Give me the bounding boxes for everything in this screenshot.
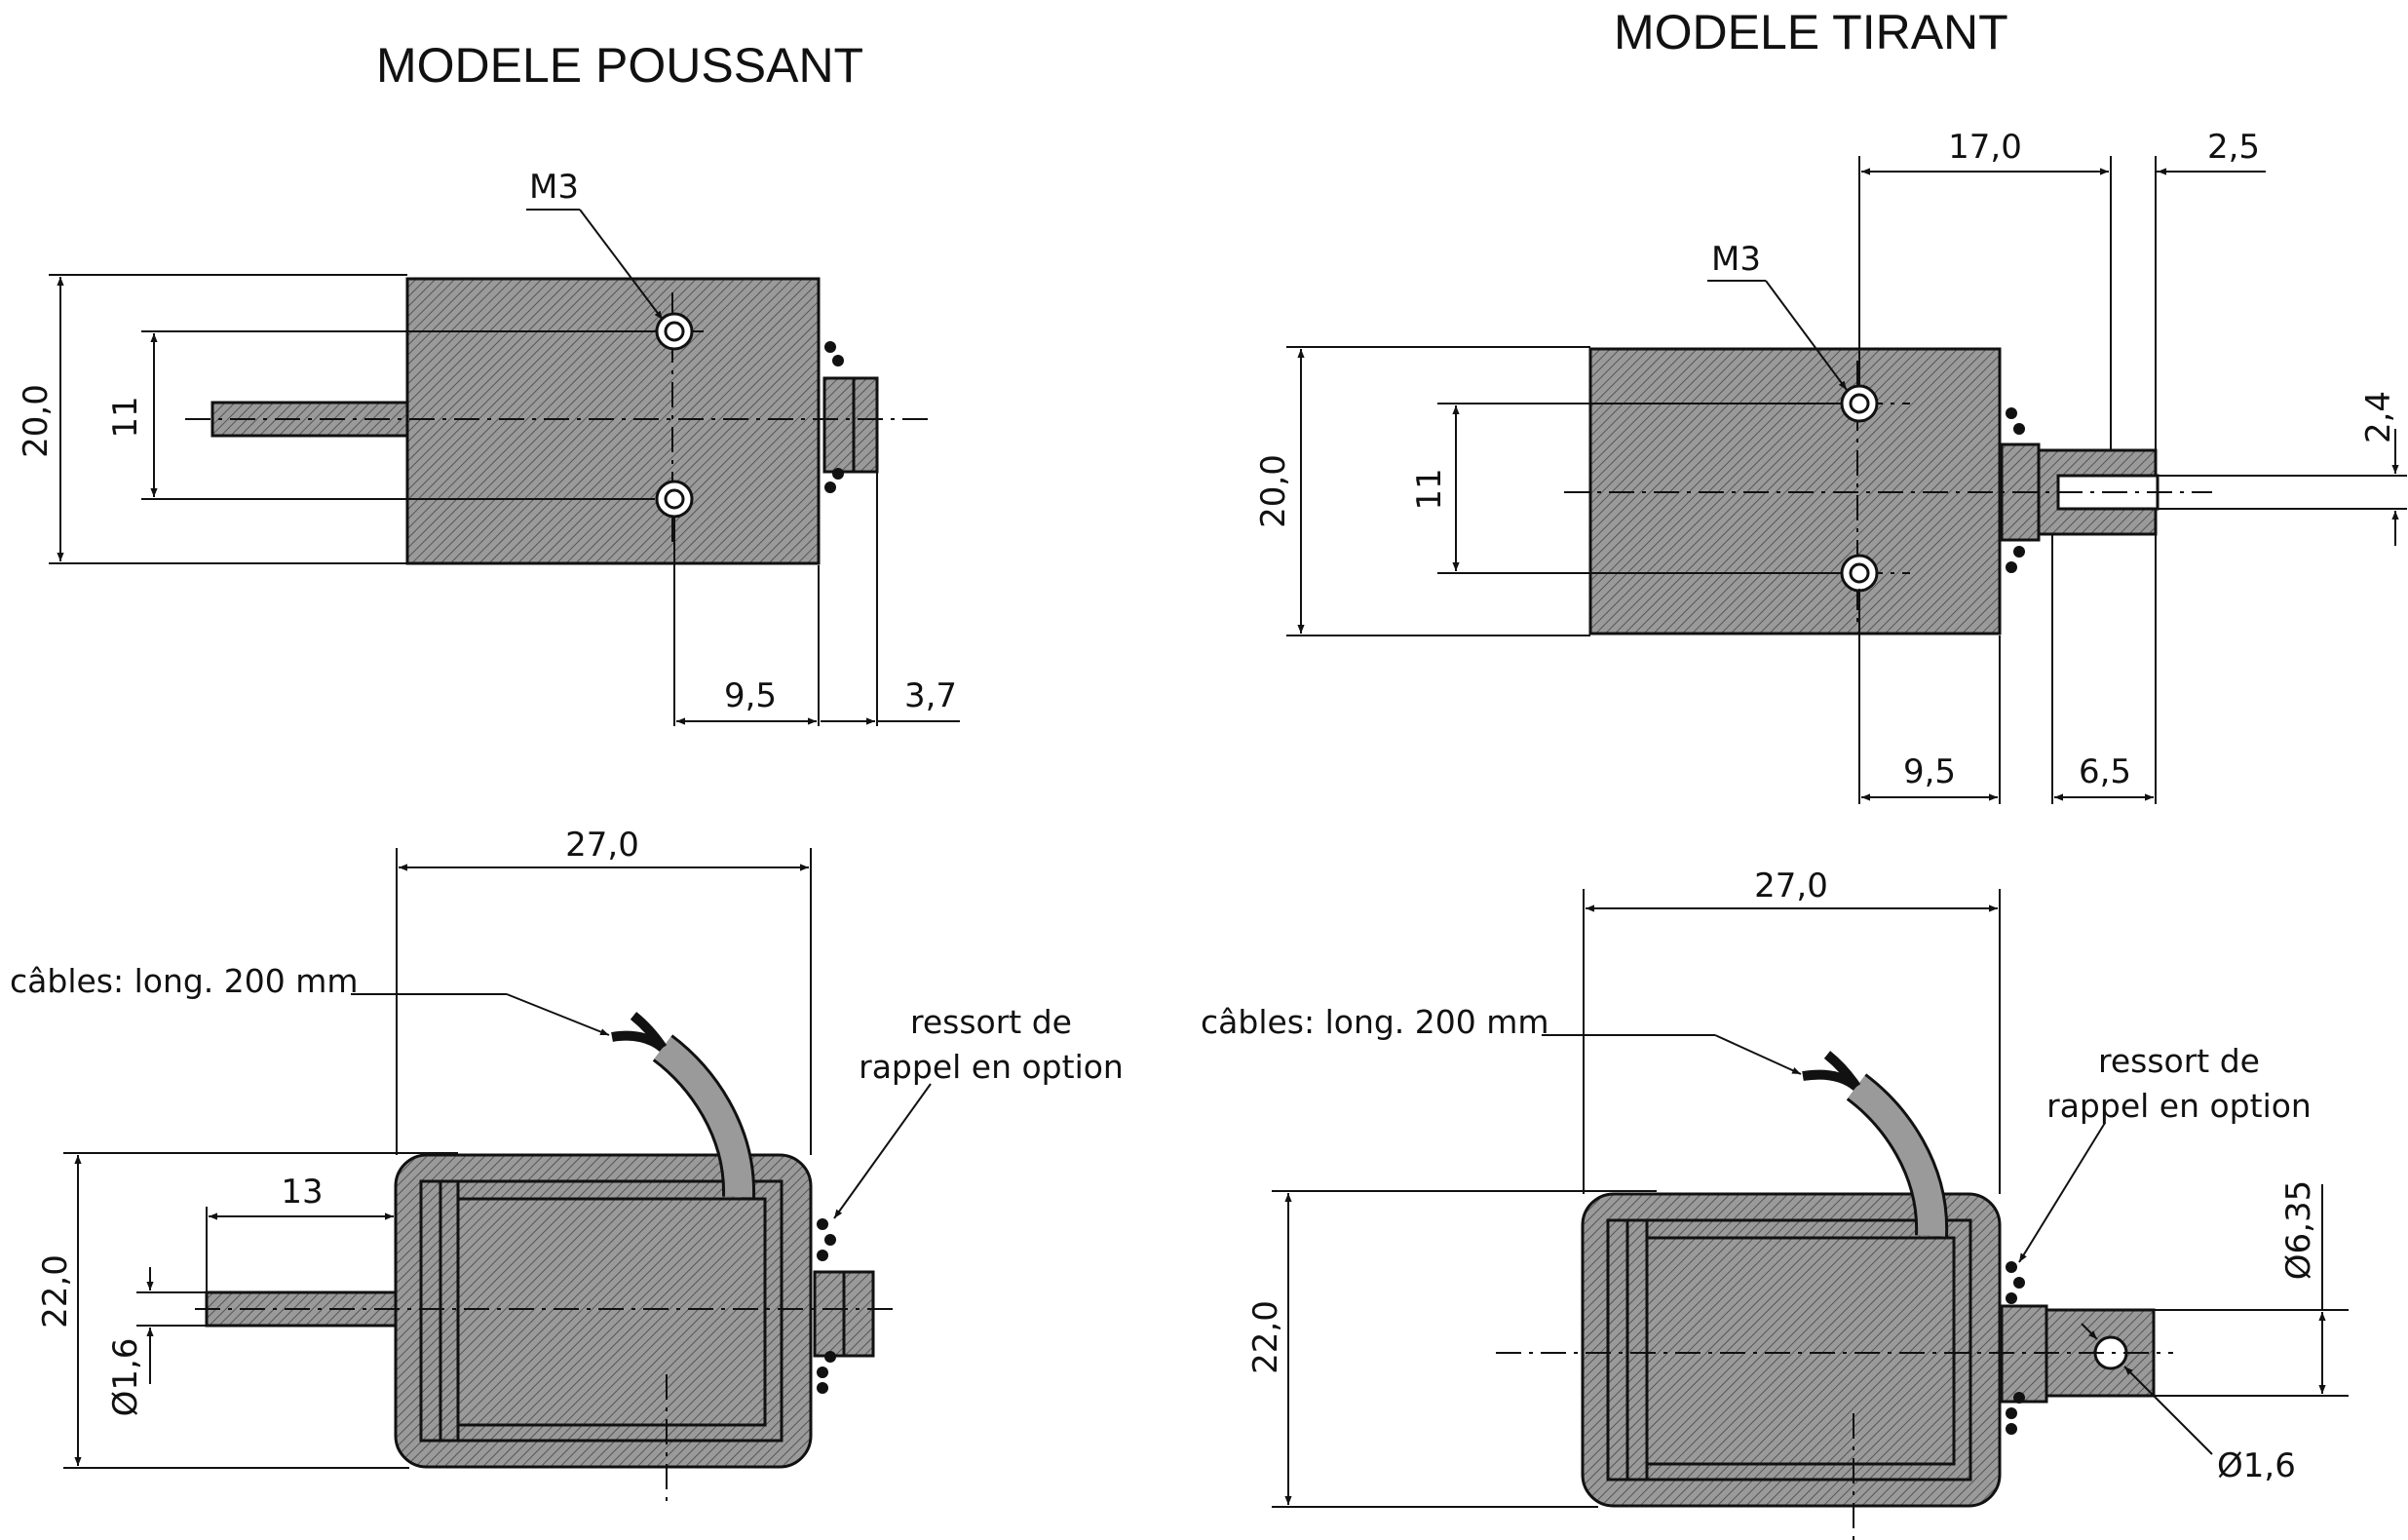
mount-hole-icon — [655, 480, 694, 519]
pull-spring-label-2: rappel en option — [2046, 1087, 2312, 1125]
push-top-dim-height: 20,0 — [17, 384, 56, 458]
cable-icon — [611, 1012, 756, 1198]
pull-top-spring — [2006, 407, 2025, 573]
pull-side-spring — [2006, 1261, 2025, 1435]
push-model-title: MODELE POUSSANT — [376, 38, 863, 93]
push-spring-label-2: rappel en option — [859, 1048, 1124, 1086]
pull-top-dim-plunger-out: 6,5 — [2079, 752, 2131, 791]
pull-side-dim-plunger-diameter: Ø6,35 — [2279, 1180, 2318, 1280]
push-top-dim-hole-spacing: 11 — [106, 396, 145, 438]
push-top-dim-hole-to-end: 9,5 — [724, 676, 777, 715]
push-side-spring — [817, 1218, 836, 1394]
pull-model-title: MODELE TIRANT — [1614, 5, 2008, 59]
push-thread-label: M3 — [529, 168, 579, 207]
push-top-view: M3 20,0 11 9,5 3,7 — [17, 168, 960, 726]
push-top-dim-plunger-out: 3,7 — [904, 676, 957, 715]
pull-top-dim-slot-gap: 2,4 — [2359, 391, 2398, 443]
cable-icon — [1802, 1051, 1949, 1237]
pull-cable-label: câbles: long. 200 mm — [1201, 1003, 1549, 1041]
pull-spring-label-1: ressort de — [2098, 1042, 2260, 1080]
push-side-dim-height: 22,0 — [36, 1254, 75, 1328]
push-side-view: câbles: long. 200 mm ressort de rappel e… — [10, 826, 1124, 1501]
push-side-dim-shaft-length: 13 — [281, 1173, 323, 1212]
push-top-spring — [824, 341, 844, 493]
pull-side-dim-pin-diameter: Ø1,6 — [2217, 1446, 2296, 1485]
pull-top-view: M3 20,0 11 17,0 2,5 2,4 9,5 — [1254, 128, 2407, 804]
mount-hole-icon — [1840, 554, 1879, 593]
pull-top-dim-hole-to-end: 9,5 — [1903, 752, 1956, 791]
push-cable-label: câbles: long. 200 mm — [10, 962, 359, 1000]
pull-side-dim-height: 22,0 — [1246, 1300, 1285, 1374]
push-side-dim-shaft-diameter: Ø1,6 — [106, 1338, 145, 1417]
pull-side-view: câbles: long. 200 mm ressort de rappel e… — [1201, 866, 2349, 1540]
mount-hole-icon — [1840, 384, 1879, 423]
push-side-dim-length: 27,0 — [565, 826, 639, 865]
pull-top-dim-top-span: 17,0 — [1948, 128, 2022, 167]
push-top-plunger — [822, 376, 879, 474]
pull-thread-label: M3 — [1711, 240, 1761, 279]
pull-top-dim-hole-spacing: 11 — [1410, 468, 1449, 510]
push-top-body — [405, 277, 821, 565]
pull-top-dim-slot-width: 2,5 — [2207, 128, 2260, 167]
mount-hole-icon — [655, 312, 694, 351]
pull-top-dim-height: 20,0 — [1254, 454, 1293, 528]
push-spring-label-1: ressort de — [910, 1003, 1072, 1041]
pull-side-dim-length: 27,0 — [1754, 866, 1828, 905]
